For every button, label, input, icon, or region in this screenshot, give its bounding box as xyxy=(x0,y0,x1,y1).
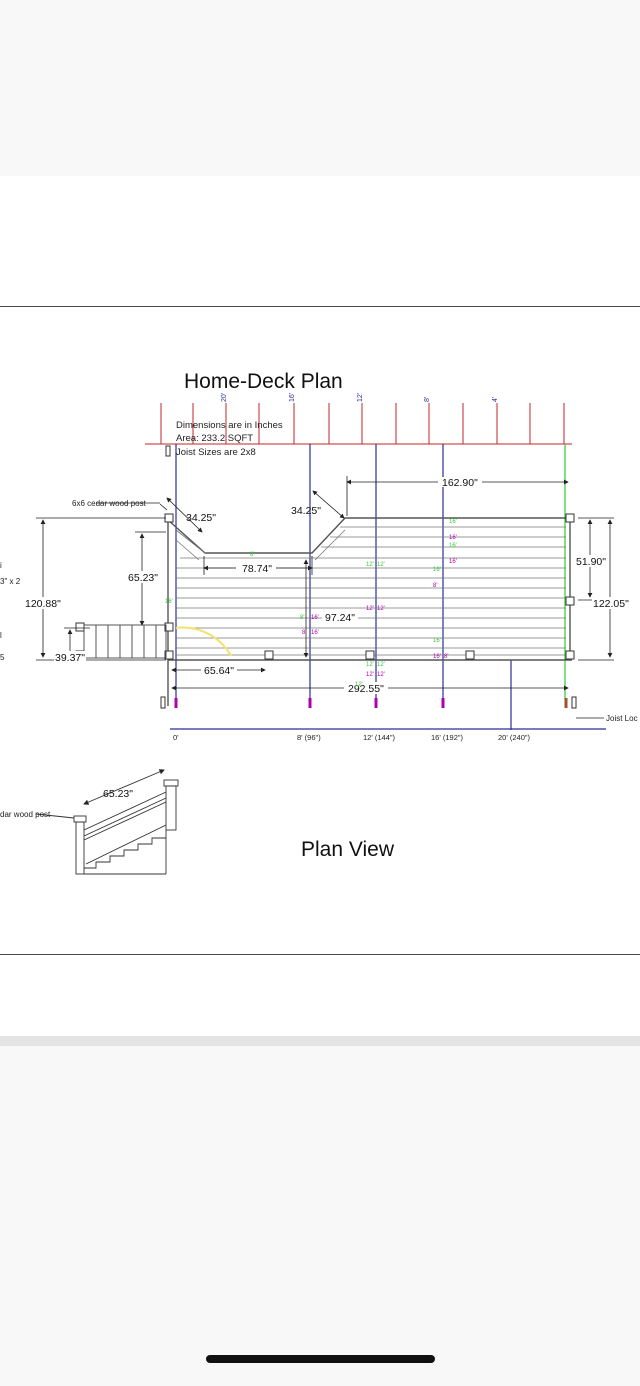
edge-label-4: 5 xyxy=(0,653,5,662)
stair-elevation xyxy=(35,769,179,875)
dim-right-run: 162.90" xyxy=(442,477,478,489)
board-label: 16' xyxy=(433,654,441,660)
top-mark-12: 12' xyxy=(357,393,364,402)
plan-title: Home-Deck Plan xyxy=(184,370,343,393)
frame-top-border xyxy=(0,306,640,307)
board-label: 8' xyxy=(444,654,448,660)
dim-inner-depth: 97.24" xyxy=(325,612,355,624)
home-indicator[interactable] xyxy=(206,1355,435,1363)
dim-stair-offset-bg xyxy=(201,664,237,676)
stair-rail xyxy=(83,624,167,659)
dim-notch-depth: 65.23" xyxy=(128,572,158,584)
board-label: 16' xyxy=(165,599,173,605)
dim-notch-width-bg xyxy=(236,563,276,573)
dim-stair-length: 65.23" xyxy=(103,788,133,800)
plan-view-label: Plan View xyxy=(301,838,395,861)
note-joists: Joist Sizes are 2x8 xyxy=(176,447,256,458)
board-label: 16' xyxy=(311,630,319,636)
board-label: 8' xyxy=(433,583,437,589)
board-label: 12' xyxy=(377,562,385,568)
dim-rail-height-bg xyxy=(54,651,86,663)
board-label: 12' xyxy=(366,672,374,678)
edge-label-3: l xyxy=(0,631,2,640)
dim-overall-depth-bg xyxy=(24,597,66,609)
bottom-background xyxy=(0,1046,640,1386)
board-label: 12' xyxy=(366,662,374,668)
scale-label-16: 16' (192") xyxy=(431,733,464,742)
note-dimensions: Dimensions are in Inches xyxy=(176,420,283,431)
dim-right-upper: 51.90" xyxy=(576,556,606,568)
board-label: 12' xyxy=(377,662,385,668)
dim-overall-width: 292.55" xyxy=(348,683,384,695)
scale-posts xyxy=(160,696,577,709)
dim-right-overall-bg xyxy=(592,597,634,609)
dim-overall-width-bg xyxy=(344,682,388,694)
board-label: 16' xyxy=(311,615,319,621)
dim-diag-left: 34.25" xyxy=(186,512,216,524)
board-label: 12' xyxy=(355,682,363,688)
dim-right-upper-bg xyxy=(575,555,609,567)
divider-band xyxy=(0,1036,640,1046)
board-label: 8' xyxy=(300,615,304,621)
board-label: 12' xyxy=(366,562,374,568)
top-mark-20: 20' xyxy=(221,393,228,402)
board-label: 12' xyxy=(366,606,374,612)
board-labels: 16' 16' 12' 12' 16' 8' 12' 12' 8' 16' 12… xyxy=(165,519,457,688)
scale-label-8: 8' (96") xyxy=(297,733,321,742)
posts xyxy=(75,445,575,660)
scale-label-20: 20' (240") xyxy=(498,733,531,742)
top-background xyxy=(0,0,640,176)
board-label: 16' xyxy=(449,519,457,525)
post-callout-2: dar wood post xyxy=(0,810,51,819)
top-mark-4: 4' xyxy=(492,397,499,402)
board-label: 8' xyxy=(302,630,306,636)
scale-ticks xyxy=(174,698,568,708)
board-label: 12' xyxy=(377,606,385,612)
board-label: 16' xyxy=(449,543,457,549)
dim-diag-right: 34.25" xyxy=(291,505,321,517)
dim-rail-height: 39.37" xyxy=(55,652,85,664)
board-label: 16' xyxy=(433,638,441,644)
edge-label-2: 3" x 2 xyxy=(0,577,21,586)
joist-callout: Joist Loc xyxy=(606,714,638,723)
deck-boards xyxy=(175,526,566,656)
joist-lines xyxy=(170,444,606,730)
board-label: 16' xyxy=(433,567,441,573)
stair-swing-arc xyxy=(175,626,232,657)
dim-stair-offset: 65.64" xyxy=(204,665,234,677)
dim-notch-depth-bg xyxy=(127,571,159,583)
dim-notch-width: 78.74" xyxy=(242,563,272,575)
dim-right-run-bg xyxy=(438,477,482,487)
scale-label-0: 0' xyxy=(173,733,179,742)
board-label: 12' xyxy=(377,672,385,678)
note-area: Area: 233.2 SQFT xyxy=(176,433,253,444)
document-area xyxy=(0,176,640,1036)
board-label: 8' xyxy=(250,552,254,558)
frame-bottom-border xyxy=(0,954,640,955)
deck-outline xyxy=(167,516,572,706)
post-callout: 6x6 cedar wood post xyxy=(72,499,147,508)
board-label: 16' xyxy=(449,559,457,565)
top-red-scale xyxy=(145,403,572,445)
dim-inner-depth-bg xyxy=(322,611,358,623)
dim-right-overall: 122.05" xyxy=(593,598,629,610)
board-label: 16' xyxy=(449,535,457,541)
scale-label-12: 12' (144") xyxy=(363,733,396,742)
top-mark-8: 8' xyxy=(424,397,431,402)
edge-label-1: i xyxy=(0,561,2,570)
top-mark-16: 16' xyxy=(289,393,296,402)
dimension-lines xyxy=(36,476,614,719)
dim-overall-depth: 120.88" xyxy=(25,598,61,610)
